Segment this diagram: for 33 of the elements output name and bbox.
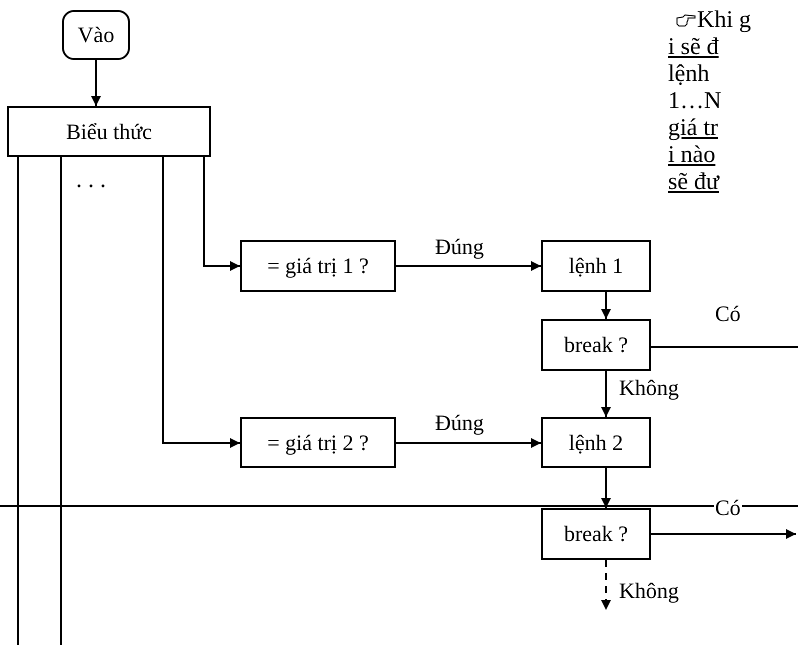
process-box: break ? [541, 508, 651, 560]
arrow [162, 157, 240, 448]
arrow [601, 371, 611, 417]
note-text: 1…N [668, 89, 722, 113]
arrow [91, 60, 101, 106]
process-box: lệnh 1 [541, 240, 651, 292]
connector-line [651, 346, 798, 348]
process-box: Biểu thức [7, 106, 211, 157]
process-box: = giá trị 1 ? [240, 240, 396, 292]
process-box: break ? [541, 319, 651, 371]
start-box: Vào [62, 10, 130, 60]
process-box: lệnh 2 [541, 417, 651, 468]
note-text: sẽ đư [668, 170, 719, 194]
arrow [601, 560, 611, 610]
arrow [396, 438, 541, 448]
process-box: = giá trị 2 ? [240, 417, 396, 468]
edge-label: Không [618, 580, 680, 602]
note-text: i sẽ đ [668, 35, 719, 59]
arrow [651, 529, 796, 539]
edge-label: Không [618, 377, 680, 399]
edge-label: Đúng [434, 236, 485, 258]
arrow [203, 157, 240, 271]
arrow [601, 292, 611, 319]
note-text: i nào [668, 143, 716, 167]
edge-label: Đúng [434, 412, 485, 434]
note-text: Khi g [697, 8, 751, 32]
connector-line [60, 157, 62, 645]
ellipsis-text: . . . [76, 168, 106, 192]
arrow [396, 261, 541, 271]
note-text: giá tr [668, 116, 718, 140]
connector-line [17, 157, 19, 645]
note-text: lệnh [668, 62, 710, 86]
arrow [601, 468, 611, 508]
